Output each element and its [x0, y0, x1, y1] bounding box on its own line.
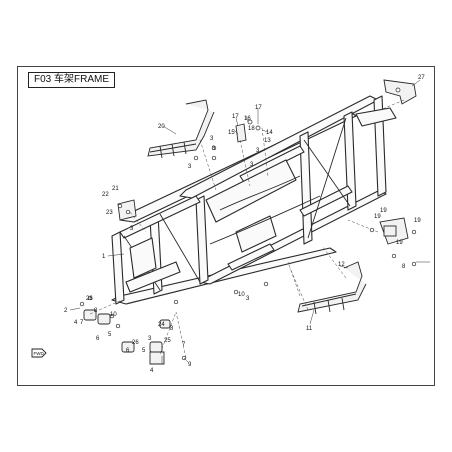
callout-10: 10 — [238, 292, 245, 298]
callout-19: 19 — [380, 208, 387, 214]
callout-7: 7 — [80, 320, 84, 326]
footrest-right-grate — [301, 293, 357, 315]
rear-post-left — [299, 131, 313, 245]
assembly-dashed-lines — [89, 99, 405, 359]
callout-20: 20 — [158, 124, 165, 130]
callout-22: 22 — [102, 192, 109, 198]
callout-8: 8 — [170, 326, 174, 332]
front-post-left — [111, 231, 125, 305]
callout-26: 26 — [132, 340, 139, 346]
callout-3: 3 — [188, 164, 192, 170]
footrest-right — [297, 261, 367, 313]
callout-14: 14 — [266, 130, 273, 136]
callout-17: 17 — [255, 105, 262, 111]
leader-lines — [69, 79, 430, 364]
forward-badge-label: FWD — [34, 351, 45, 356]
callout-24: 24 — [158, 322, 165, 328]
callout-8: 8 — [94, 308, 98, 314]
front-cross-member — [119, 195, 201, 239]
callout-3: 3 — [148, 336, 152, 342]
callout-19: 19 — [414, 218, 421, 224]
callout-3: 3 — [250, 162, 254, 168]
footrest-left-grate — [149, 141, 197, 159]
engine-mount-plate — [235, 215, 277, 253]
callout-19: 19 — [374, 214, 381, 220]
mount-rubber-left-a — [83, 309, 97, 321]
rear-post-right — [343, 111, 357, 211]
upper-right-rail — [179, 95, 379, 199]
callout-labels: 27 20 17 17 16 15 18 14 13 12 3 3 3 3 3 … — [64, 75, 425, 374]
diagram-title: F03 车架FRAME — [28, 72, 116, 88]
callout-10: 10 — [110, 312, 117, 318]
callout-5: 5 — [142, 348, 146, 354]
main-frame — [111, 95, 397, 305]
mid-cross-member — [239, 145, 305, 183]
callout-15: 15 — [228, 130, 235, 136]
callout-13: 13 — [264, 138, 271, 144]
forward-arrow-icon: FWD — [31, 348, 47, 358]
rear-cross-member — [299, 185, 353, 217]
callout-26: 26 — [86, 296, 93, 302]
callout-3: 3 — [210, 136, 214, 142]
rear-bracket-part — [383, 79, 417, 105]
callout-23: 23 — [106, 210, 113, 216]
callout-7: 7 — [182, 342, 186, 348]
callout-4: 4 — [150, 368, 154, 374]
rear-bracket-hole — [395, 87, 401, 93]
front-skid-plate — [125, 261, 181, 293]
rear-rack-mount — [355, 107, 397, 127]
callout-16: 16 — [244, 116, 251, 122]
engine-bracket-rubber — [383, 225, 397, 237]
front-upper-bracket — [117, 199, 137, 221]
callout-3: 3 — [212, 146, 216, 152]
mount-rubber-lower-c — [159, 319, 171, 329]
callout-8: 8 — [402, 264, 406, 270]
callout-1: 1 — [102, 254, 106, 260]
front-post-right — [195, 195, 209, 285]
parts — [79, 79, 417, 365]
callout-21: 21 — [112, 186, 119, 192]
callout-4: 4 — [74, 320, 78, 326]
mount-rubber-lower-a — [121, 341, 135, 353]
callout-6: 6 — [126, 348, 130, 354]
floor-cross-member — [227, 243, 275, 271]
bolt-17b — [255, 125, 261, 131]
front-mount-plate — [129, 237, 157, 279]
upper-frame-lines — [209, 175, 321, 245]
callout-5: 5 — [108, 332, 112, 338]
lower-bolt-block — [149, 351, 165, 365]
bolts — [79, 145, 417, 361]
callout-6: 6 — [96, 336, 100, 342]
callout-25: 25 — [164, 338, 171, 344]
callout-2: 2 — [64, 308, 68, 314]
callout-12: 12 — [338, 262, 345, 268]
callout-18: 18 — [248, 126, 255, 132]
callout-3: 3 — [246, 296, 250, 302]
callout-11: 11 — [306, 326, 313, 332]
callout-3: 3 — [130, 226, 134, 232]
callout-9: 9 — [188, 362, 192, 368]
mount-rubber-lower-b — [149, 341, 163, 353]
callout-17: 17 — [232, 114, 239, 120]
callout-19: 19 — [396, 240, 403, 246]
callout-3: 3 — [256, 148, 260, 154]
footrest-left — [147, 99, 215, 157]
callout-27: 27 — [418, 75, 425, 81]
diagram-border — [17, 66, 435, 386]
mount-rubber-left-b — [97, 313, 111, 325]
top-small-bracket — [235, 123, 247, 143]
